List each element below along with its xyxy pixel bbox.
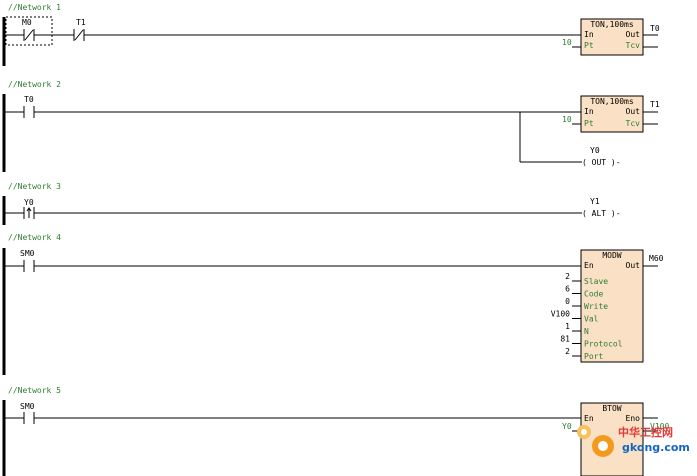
coil-y1-label: Y1 (590, 197, 600, 206)
modw-block-title: MODW (602, 251, 621, 260)
ton-block-1[interactable]: TON,100ms In Out Pt Tcv (580, 18, 644, 56)
network-1-title: //Network 1 (8, 3, 61, 12)
contact-y0-label: Y0 (24, 198, 34, 207)
modw-block-out: Out (626, 261, 641, 270)
contact-sm0-no[interactable] (4, 260, 35, 272)
modw-pin-name: Slave (584, 277, 608, 286)
contact-sm0-2-label: SM0 (20, 402, 35, 411)
btow-block-eno: Eno (626, 414, 641, 423)
modw-pin-name: Code (584, 290, 603, 299)
modw-pins: 2Slave6Code0WriteV100Val1N81Protocol2Por… (551, 272, 623, 361)
modw-pin-value[interactable]: V100 (551, 310, 570, 319)
modw-pin-name: Port (584, 352, 603, 361)
ton-block-2-pt: Pt (584, 119, 594, 128)
watermark-site: gkong.com (622, 441, 690, 454)
contact-t0-label: T0 (24, 95, 34, 104)
btow-out-value: V100 (650, 422, 669, 431)
coil-y0-out[interactable]: ( OUT )- (582, 158, 621, 167)
btow-block[interactable]: BTOW En Eno (580, 402, 644, 476)
ton-block-2-pt-value: 10 (562, 115, 572, 124)
modw-pin-value[interactable]: 6 (565, 285, 570, 294)
ton-block-1-tcv: Tcv (626, 41, 641, 50)
ton-block-2[interactable]: TON,100ms In Out Pt Tcv (580, 95, 644, 133)
ton-block-1-out: Out (626, 30, 641, 39)
ton-block-1-pt: Pt (584, 41, 594, 50)
modw-pin-name: Protocol (584, 340, 623, 349)
contact-y0-rising-edge[interactable] (4, 207, 35, 219)
modw-pin-name: N (584, 327, 589, 336)
ton-block-1-output-label: T0 (650, 24, 660, 33)
modw-block-en: En (584, 261, 594, 270)
contact-sm0-label: SM0 (20, 249, 35, 258)
gear-logo-icon (577, 425, 614, 457)
ton-block-2-out: Out (626, 107, 641, 116)
ton-block-2-in: In (584, 107, 594, 116)
btow-block-title: BTOW (602, 404, 621, 413)
contact-sm0-2-no[interactable] (4, 412, 35, 424)
contact-m0-nc[interactable] (4, 29, 35, 41)
network-3: Y0 Y1 ( ALT )- (4, 197, 621, 219)
contact-t1-nc[interactable] (73, 29, 85, 41)
modw-block[interactable]: MODW En Out (580, 249, 644, 363)
modw-pin-value[interactable]: 0 (565, 297, 570, 306)
ton-block-2-title: TON,100ms (590, 97, 634, 106)
modw-output-label: M60 (649, 254, 664, 263)
selection-cursor[interactable] (5, 16, 53, 46)
network-3-title: //Network 3 (8, 182, 61, 191)
ton-block-1-title: TON,100ms (590, 20, 634, 29)
modw-pin-value[interactable]: 1 (565, 322, 570, 331)
watermark-brand: 中华工控网 (618, 425, 673, 439)
coil-y0-label: Y0 (590, 146, 600, 155)
coil-y1-alt[interactable]: ( ALT )- (582, 209, 621, 218)
network-1: M0 T1 TON,100ms In Out Pt Tcv T0 10 (4, 16, 660, 56)
modw-pin-value[interactable]: 2 (565, 272, 570, 281)
modw-pin-value[interactable]: 81 (560, 335, 570, 344)
network-2-title: //Network 2 (8, 80, 61, 89)
btow-block-en: En (584, 414, 594, 423)
watermark: 中华工控网 gkong.com (577, 425, 690, 457)
ton-block-2-output-label: T1 (650, 100, 660, 109)
ton-block-2-tcv: Tcv (626, 119, 641, 128)
network-4-title: //Network 4 (8, 233, 61, 242)
network-4: SM0 MODW En Out M60 2Slave6Code0WriteV10… (4, 249, 664, 363)
contact-t0-no[interactable] (4, 106, 35, 118)
modw-pin-value[interactable]: 2 (565, 347, 570, 356)
ton-block-1-pt-value: 10 (562, 38, 572, 47)
modw-pin-name: Write (584, 302, 608, 311)
network-2: T0 Y0 ( OUT )- TON,100ms In Out Pt Tcv T… (4, 95, 660, 167)
contact-m0-label: M0 (22, 18, 32, 27)
network-5: SM0 BTOW En Eno Y0 V100 (4, 402, 669, 476)
btow-src-value: Y0 (562, 422, 572, 431)
modw-pin-name: Val (584, 315, 599, 324)
contact-t1-label: T1 (76, 18, 86, 27)
network-5-title: //Network 5 (8, 386, 61, 395)
ton-block-1-in: In (584, 30, 594, 39)
